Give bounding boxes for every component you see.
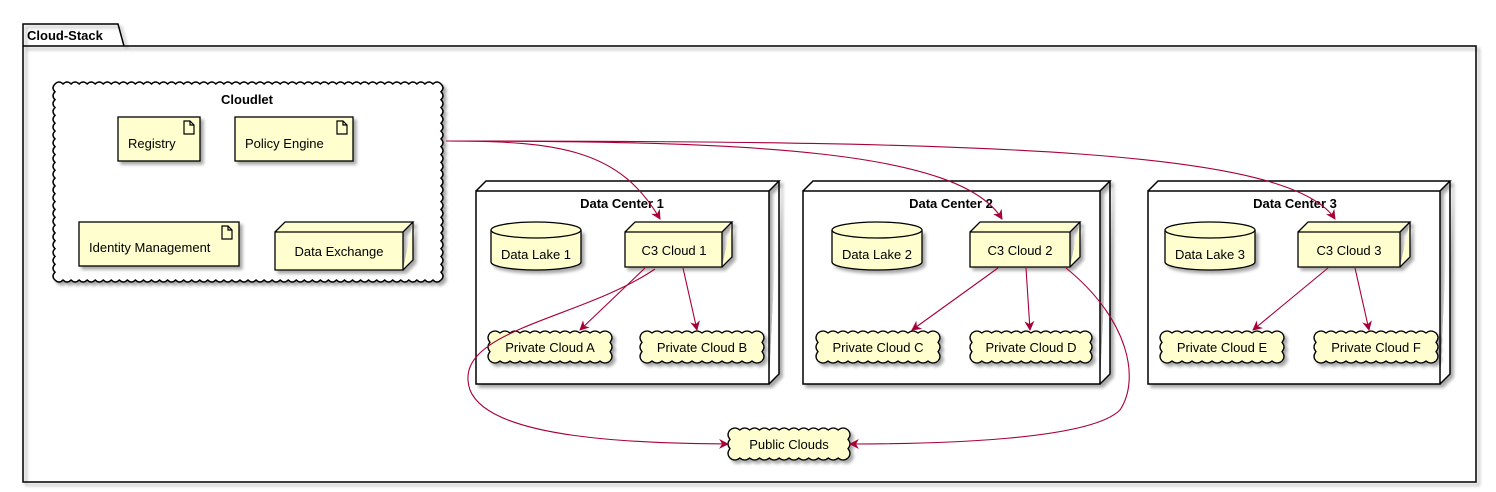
arrow-c3-1-to-private-b	[682, 267, 700, 331]
arrow-c3-3-to-private-e	[1252, 267, 1329, 331]
arrow-c3-2-to-private-c	[911, 267, 999, 331]
private-cloud-f[interactable]: Private Cloud F	[1313, 330, 1439, 364]
arrow-c3-2-to-public-clouds	[849, 267, 1130, 449]
private-cloud-b-label: Private Cloud B	[657, 340, 747, 355]
private-cloud-e[interactable]: Private Cloud E	[1159, 330, 1285, 364]
data-lake-1-database[interactable]: Data Lake 1	[490, 221, 582, 271]
c3-cloud-3-node[interactable]: C3 Cloud 3	[1297, 221, 1412, 268]
private-cloud-c[interactable]: Private Cloud C	[815, 330, 941, 364]
data-lake-3-label: Data Lake 3	[1175, 247, 1245, 262]
document-icon	[183, 120, 195, 135]
private-cloud-b[interactable]: Private Cloud B	[639, 330, 765, 364]
c3-cloud-2-node[interactable]: C3 Cloud 2	[969, 221, 1082, 268]
c3-cloud-3-label: C3 Cloud 3	[1316, 243, 1381, 258]
private-cloud-f-label: Private Cloud F	[1331, 340, 1421, 355]
data-exchange-label: Data Exchange	[295, 244, 384, 259]
identity-management-artifact[interactable]: Identity Management	[78, 221, 240, 267]
private-cloud-a-label: Private Cloud A	[505, 340, 595, 355]
data-center-1-title: Data Center 1	[580, 196, 664, 211]
data-center-3-title: Data Center 3	[1253, 196, 1337, 211]
arrow-c3-2-to-private-d	[1024, 267, 1035, 331]
registry-label: Registry	[128, 136, 176, 151]
data-lake-1-label: Data Lake 1	[501, 247, 571, 262]
document-icon	[336, 120, 348, 135]
data-exchange-node[interactable]: Data Exchange	[274, 221, 415, 271]
cloud-stack-package: Cloud-Stack	[22, 23, 1477, 483]
data-center-1-node[interactable]: Data Center 1 Data Lake 1 C3 Cloud 1 Pri…	[475, 180, 781, 385]
arrow-c3-1-to-private-a	[579, 267, 646, 331]
data-center-2-node[interactable]: Data Center 2 Data Lake 2 C3 Cloud 2 Pri…	[802, 180, 1112, 385]
c3-cloud-1-node[interactable]: C3 Cloud 1	[624, 221, 734, 268]
cloudlet-container: Cloudlet Registry Policy Engine Identity…	[52, 81, 444, 283]
public-clouds-label: Public Clouds	[749, 437, 829, 452]
private-cloud-d-label: Private Cloud D	[985, 340, 1076, 355]
cloudlet-title: Cloudlet	[221, 92, 274, 107]
policy-engine-label: Policy Engine	[245, 136, 324, 151]
arrow-c3-1-to-public-clouds	[467, 268, 729, 449]
document-icon	[221, 225, 233, 240]
arrow-c3-3-to-private-f	[1354, 267, 1372, 331]
private-cloud-c-label: Private Cloud C	[832, 340, 923, 355]
connectors	[445, 140, 1372, 449]
data-center-3-node[interactable]: Data Center 3 Data Lake 3 C3 Cloud 3 Pri…	[1147, 180, 1452, 385]
public-clouds[interactable]: Public Clouds	[727, 427, 851, 461]
data-lake-3-database[interactable]: Data Lake 3	[1164, 221, 1256, 271]
arrow-cloudlet-to-c3-cloud-3	[445, 140, 1336, 220]
c3-cloud-1-label: C3 Cloud 1	[641, 243, 706, 258]
package-label: Cloud-Stack	[27, 28, 104, 43]
policy-engine-artifact[interactable]: Policy Engine	[234, 116, 354, 162]
private-cloud-a[interactable]: Private Cloud A	[487, 330, 613, 364]
private-cloud-e-label: Private Cloud E	[1177, 340, 1268, 355]
c3-cloud-2-label: C3 Cloud 2	[987, 243, 1052, 258]
data-lake-2-database[interactable]: Data Lake 2	[831, 221, 923, 271]
registry-artifact[interactable]: Registry	[117, 116, 201, 162]
identity-management-label: Identity Management	[89, 240, 211, 255]
private-cloud-d[interactable]: Private Cloud D	[969, 330, 1093, 364]
data-center-2-title: Data Center 2	[909, 196, 993, 211]
data-lake-2-label: Data Lake 2	[842, 247, 912, 262]
